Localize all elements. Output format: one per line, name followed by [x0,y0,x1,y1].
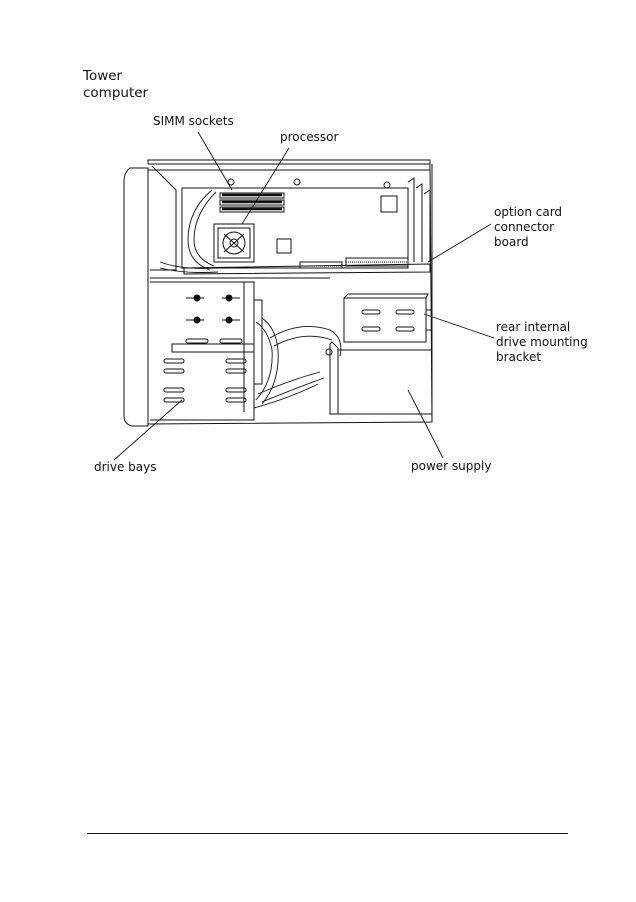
label-rear-bracket-line2: drive mounting [496,335,588,349]
label-option-card-line2: connector [494,220,555,234]
simm-sockets [219,192,285,213]
label-processor: processor [280,130,339,144]
rear-drive-bracket [343,293,432,343]
label-simm-sockets: SIMM sockets [153,114,234,128]
label-option-card-line1: option card [494,205,563,219]
leader-drive-bays [113,399,183,461]
power-supply [325,341,433,415]
option-card-connector-board [183,177,431,275]
label-rear-bracket-line3: bracket [496,350,542,364]
leader-option-card [427,223,492,263]
leader-power-supply [407,389,444,459]
label-drive-bays: drive bays [94,460,157,474]
figure-title-line1: Tower [83,68,123,84]
cables [159,189,342,409]
label-rear-bracket-line1: rear internal [496,320,571,334]
chassis [123,159,433,427]
figure-title-line2: computer [83,85,149,101]
leader-lines [113,131,495,461]
label-power-supply: power supply [411,459,492,473]
label-option-card-line3: board [494,235,529,249]
motherboard [181,178,409,269]
label-rear-bracket: rear internal drive mounting bracket [496,320,588,365]
figure-title: Tower computer [83,68,148,102]
leader-processor [241,147,290,225]
footer-rule [87,833,568,834]
drive-bays-assembly [150,277,330,421]
leader-rear-bracket [423,313,495,339]
processor-fan [213,223,255,263]
label-option-card: option card connector board [494,205,562,250]
leader-simm [197,131,233,191]
